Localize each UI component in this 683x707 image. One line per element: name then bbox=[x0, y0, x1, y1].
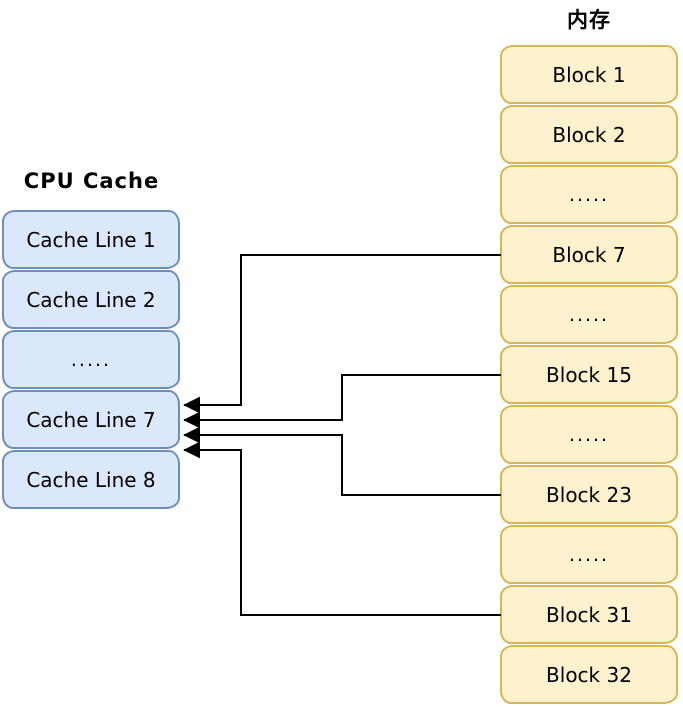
cache-line-8-node: Cache Line 8 bbox=[2, 450, 180, 509]
cache-column-title: CPU Cache bbox=[23, 169, 160, 193]
memory-block-15-node: Block 15 bbox=[500, 345, 678, 404]
memory-block-1-node: Block 1 bbox=[500, 45, 678, 104]
memory-ellipsis-node-4: ..... bbox=[500, 525, 678, 584]
connector-block31-to-cacheline7 bbox=[183, 441, 501, 616]
memory-column-title: 内存 bbox=[567, 8, 611, 32]
memory-block-31-node: Block 31 bbox=[500, 585, 678, 644]
cache-line-7-node: Cache Line 7 bbox=[2, 390, 180, 449]
memory-ellipsis-node-1: ..... bbox=[500, 165, 678, 224]
memory-block-32-node: Block 32 bbox=[500, 645, 678, 704]
connector-block15-to-cacheline7 bbox=[183, 374, 501, 429]
cache-line-1-node: Cache Line 1 bbox=[2, 210, 180, 269]
memory-ellipsis-node-2: ..... bbox=[500, 285, 678, 344]
cache-line-2-node: Cache Line 2 bbox=[2, 270, 180, 329]
memory-block-23-node: Block 23 bbox=[500, 465, 678, 524]
connector-block7-to-cacheline7 bbox=[183, 254, 501, 414]
memory-block-2-node: Block 2 bbox=[500, 105, 678, 164]
memory-block-7-node: Block 7 bbox=[500, 225, 678, 284]
cache-ellipsis-node: ..... bbox=[2, 330, 180, 389]
memory-ellipsis-node-3: ..... bbox=[500, 405, 678, 464]
connector-block23-to-cacheline7 bbox=[183, 426, 501, 496]
